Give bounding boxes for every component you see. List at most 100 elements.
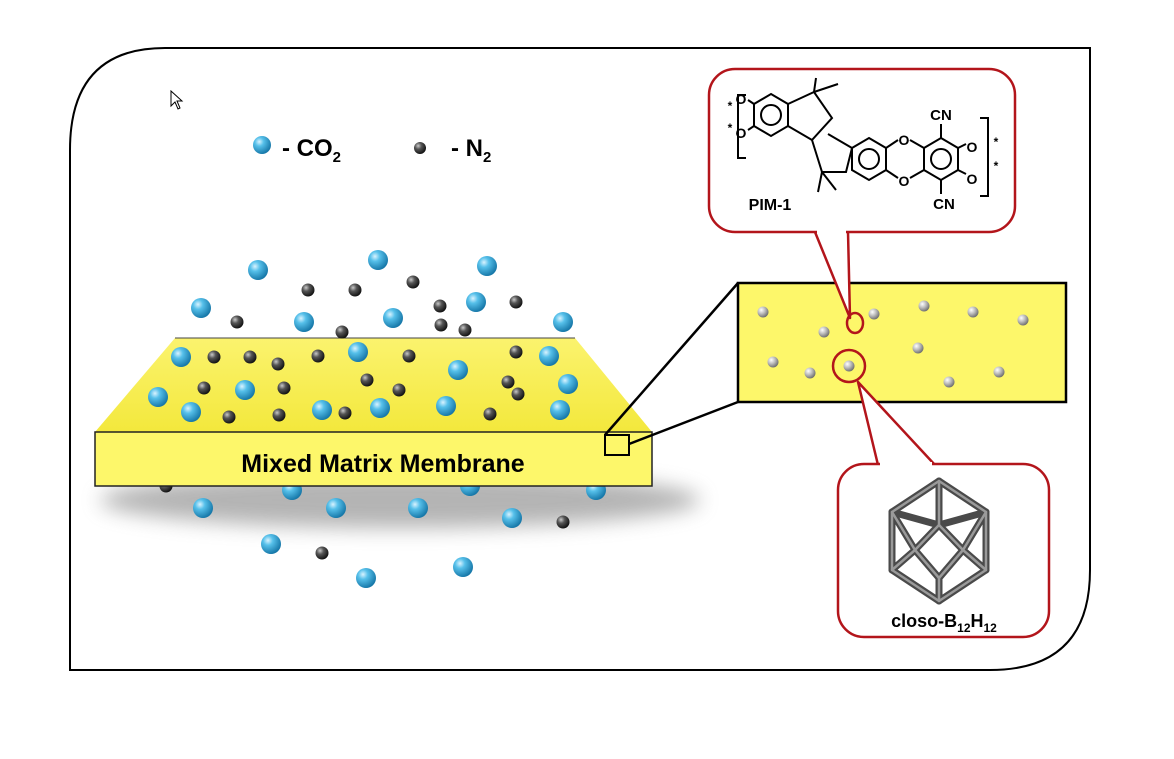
filler-particle-icon [818, 326, 830, 338]
co2-molecule-icon [466, 292, 486, 312]
co2-molecule-icon [502, 508, 522, 528]
co2-molecule-icon [356, 568, 376, 588]
co2-molecule-icon [539, 346, 559, 366]
filler-particle-icon [804, 367, 816, 379]
pim-callout-tail [813, 231, 852, 320]
legend-co2-icon [253, 136, 271, 154]
co2-molecule-icon [181, 402, 201, 422]
svg-text:CN: CN [933, 196, 955, 213]
mouse-pointer-icon [170, 90, 184, 110]
co2-molecule-icon [171, 347, 191, 367]
co2-molecule-icon [348, 342, 368, 362]
pim-structure [737, 77, 989, 197]
n2-molecule-icon [222, 410, 236, 424]
svg-text:O: O [736, 91, 747, 107]
filler-particle-icon [843, 360, 855, 372]
co2-molecule-icon [235, 380, 255, 400]
svg-text:*: * [994, 135, 999, 149]
n2-molecule-icon [483, 407, 497, 421]
legend: - CO2 - N2 [253, 135, 491, 166]
svg-text:O: O [899, 132, 910, 148]
cluster-callout-box [836, 462, 1051, 639]
filler-particle-icon [918, 300, 930, 312]
n2-molecule-icon [243, 350, 257, 364]
filler-particle-icon [757, 306, 769, 318]
co2-molecule-icon [312, 400, 332, 420]
pim-label: PIM-1 [749, 197, 792, 214]
n2-molecule-icon [335, 325, 349, 339]
co2-molecule-icon [368, 250, 388, 270]
zoom-line-bottom [628, 400, 739, 446]
svg-text:O: O [736, 125, 747, 141]
co2-molecule-icon [193, 498, 213, 518]
membrane-top-face [95, 338, 652, 432]
svg-text:*: * [728, 99, 733, 113]
pim-highlight-ring [845, 311, 865, 335]
n2-molecule-icon [230, 315, 244, 329]
n2-molecule-icon [433, 299, 447, 313]
n2-molecule-icon [556, 515, 570, 529]
cluster-highlight-ring [831, 348, 867, 384]
n2-molecule-icon [402, 349, 416, 363]
n2-molecule-icon [360, 373, 374, 387]
co2-molecule-icon [550, 400, 570, 420]
co2-molecule-icon [326, 498, 346, 518]
svg-text:CN: CN [930, 107, 952, 124]
co2-molecule-icon [148, 387, 168, 407]
co2-molecule-icon [477, 256, 497, 276]
filler-particle-icon [767, 356, 779, 368]
n2-molecule-icon [434, 318, 448, 332]
legend-co2-label: - CO2 [282, 135, 341, 166]
filler-particle-icon [868, 308, 880, 320]
n2-molecule-icon [458, 323, 472, 337]
n2-molecule-icon [271, 357, 285, 371]
molecules-above [148, 250, 578, 424]
n2-molecule-icon [311, 349, 325, 363]
svg-text:O: O [967, 171, 978, 187]
filler-particle-icon [993, 366, 1005, 378]
membrane-front-face [94, 431, 653, 487]
n2-molecule-icon [277, 381, 291, 395]
co2-molecule-icon [248, 260, 268, 280]
n2-molecule-icon [348, 283, 362, 297]
n2-molecule-icon [338, 406, 352, 420]
n2-molecule-icon [392, 383, 406, 397]
n2-molecule-icon [511, 387, 525, 401]
legend-n2-icon [414, 142, 426, 154]
pim-structure-labels: O O O O O O CN CN * * * * [728, 91, 999, 213]
co2-molecule-icon [408, 498, 428, 518]
co2-molecule-icon [261, 534, 281, 554]
svg-text:O: O [967, 139, 978, 155]
n2-molecule-icon [207, 350, 221, 364]
legend-n2-label: - N2 [451, 135, 491, 166]
icosahedron-icon [888, 477, 990, 605]
n2-molecule-icon [301, 283, 315, 297]
filler-particle-icon [943, 376, 955, 388]
filler-particle-icon [1017, 314, 1029, 326]
co2-molecule-icon [191, 298, 211, 318]
co2-molecule-icon [370, 398, 390, 418]
cluster-label: closo-B12H12 [891, 611, 997, 635]
zoom-line-top [604, 282, 739, 436]
co2-molecule-icon [294, 312, 314, 332]
co2-molecule-icon [383, 308, 403, 328]
co2-molecule-icon [448, 360, 468, 380]
filler-particle-icon [912, 342, 924, 354]
svg-text:*: * [994, 159, 999, 173]
n2-molecule-icon [197, 381, 211, 395]
membrane-label: Mixed Matrix Membrane [241, 450, 525, 478]
svg-text:*: * [728, 121, 733, 135]
svg-text:O: O [899, 173, 910, 189]
n2-molecule-icon [509, 295, 523, 309]
co2-molecule-icon [558, 374, 578, 394]
magnified-membrane [736, 281, 1068, 404]
zoom-region-marker [604, 434, 630, 456]
filler-particle-icon [967, 306, 979, 318]
n2-molecule-icon [509, 345, 523, 359]
co2-molecule-icon [553, 312, 573, 332]
n2-molecule-icon [406, 275, 420, 289]
n2-molecule-icon [315, 546, 329, 560]
co2-molecule-icon [436, 396, 456, 416]
pim-callout-box [707, 67, 1017, 234]
